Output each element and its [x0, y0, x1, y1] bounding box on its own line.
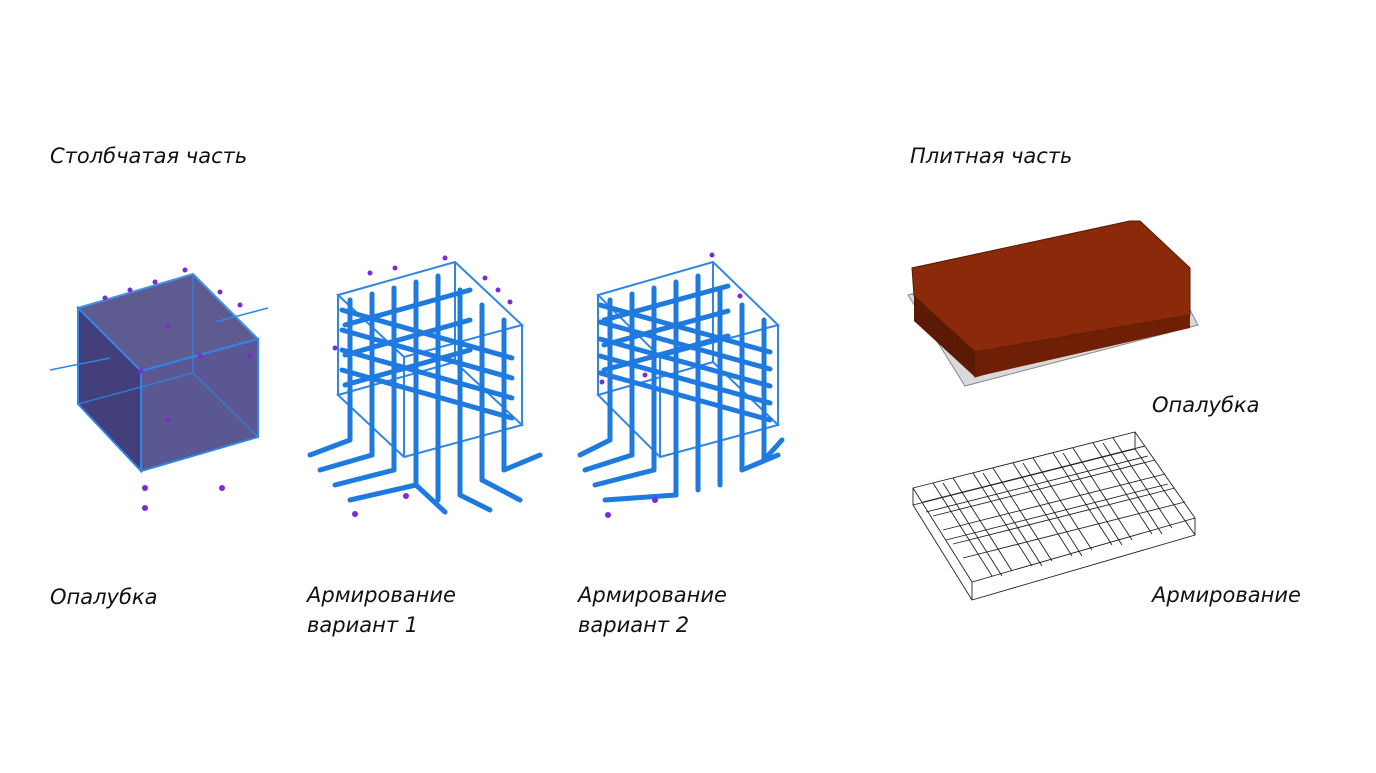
reinforcement-variant-2-line1: Армирование [578, 583, 727, 607]
reinforcement-variant-2-cage [577, 252, 785, 518]
reinforcement-variant-1-line2: вариант 1 [307, 613, 419, 637]
slab-part-title: Плитная часть [910, 144, 1073, 168]
reinforcement-variant-1-label: Армирование вариант 1 [307, 580, 456, 640]
slab-reinforcement-mesh [912, 431, 1196, 601]
slab-reinforcement-label: Армирование [1152, 583, 1301, 607]
column-formwork-cube [49, 267, 269, 511]
reinforcement-variant-2-line2: вариант 2 [578, 613, 690, 637]
reinforcement-variant-1-cage [307, 255, 543, 517]
column-formwork-label: Опалубка [50, 585, 158, 609]
column-part-title: Столбчатая часть [50, 144, 248, 168]
slab-formwork [907, 220, 1199, 387]
reinforcement-variant-1-line1: Армирование [307, 583, 456, 607]
slab-formwork-label: Опалубка [1152, 393, 1260, 417]
reinforcement-variant-2-label: Армирование вариант 2 [578, 580, 727, 640]
column-formwork-markers [102, 267, 253, 511]
